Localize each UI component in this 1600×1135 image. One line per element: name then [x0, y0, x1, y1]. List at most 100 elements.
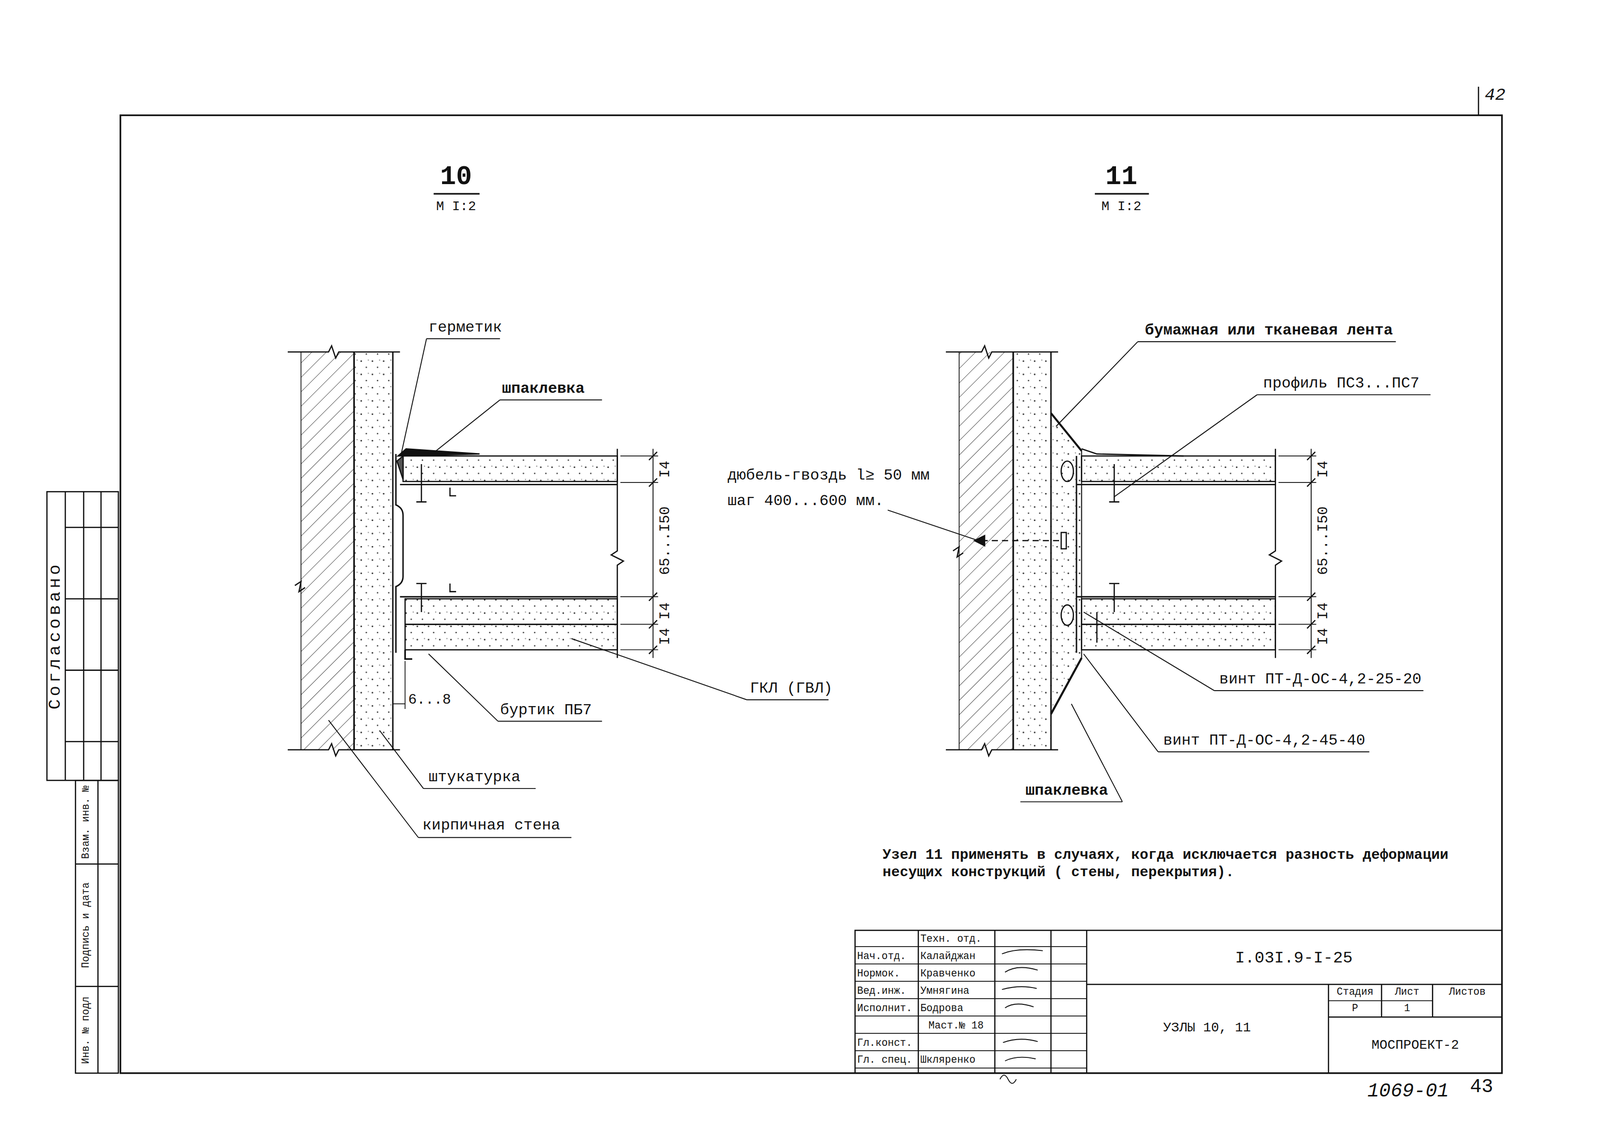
- profile-flange: [1076, 484, 1276, 597]
- callout-label: винт ПТ-Д-ОС-4,2-45-40: [1163, 732, 1366, 752]
- dimension: 6...8: [408, 691, 452, 710]
- title-cell: Техн. отд.: [920, 933, 982, 946]
- plaster: [353, 351, 393, 750]
- dimension: I4: [656, 460, 674, 479]
- callout-label: шпаклевка: [501, 380, 585, 399]
- title-cell: Умнягина: [920, 985, 970, 998]
- break-mark: [295, 581, 306, 592]
- dowel-head: [1061, 532, 1067, 550]
- profile-flange: [400, 484, 618, 597]
- stamp-line: [97, 780, 99, 1074]
- putty: [397, 448, 480, 457]
- note: Узел 11 применять в случаях, когда исклю…: [882, 847, 1490, 882]
- dimension: I4: [1314, 460, 1332, 479]
- sealant: [396, 456, 404, 480]
- gypsum-board: [1081, 456, 1276, 482]
- break-line: [945, 346, 1059, 359]
- title-cell: Бодрова: [920, 1003, 964, 1016]
- title-cell: Шкляренко: [920, 1055, 976, 1068]
- screw: [1096, 464, 1120, 643]
- stamp-label: Согласовано: [45, 561, 67, 710]
- heading-rule: [1094, 192, 1149, 195]
- title-cell: Листов: [1449, 986, 1486, 999]
- stamp-line: [65, 598, 119, 600]
- extension-line: [620, 456, 659, 650]
- node-number: 10: [440, 161, 472, 194]
- stamp-label: Подпись и дата: [80, 882, 93, 969]
- title-cell: Исполнит.: [857, 1003, 913, 1016]
- sheet-number: 42: [1484, 85, 1506, 107]
- page-number: 43: [1469, 1075, 1493, 1100]
- callout-label: шпаклевка: [1025, 782, 1108, 801]
- leader-line: [379, 730, 536, 789]
- title-cell: Нач.отд.: [857, 951, 907, 964]
- callout-label: буртик ПБ7: [499, 701, 592, 721]
- stamp-line: [82, 491, 85, 781]
- break-line: [945, 743, 1059, 756]
- title-cell: Р: [1351, 1003, 1358, 1016]
- stamp-label: Инв. № подл: [80, 996, 93, 1065]
- gap-dimension: [392, 658, 405, 710]
- callout-label: бумажная или тканевая лента: [1144, 322, 1393, 341]
- dimension: I4: [1314, 602, 1332, 620]
- leader-line: [1083, 654, 1370, 753]
- title-line: [1328, 1016, 1503, 1019]
- title-cell: Лист: [1394, 986, 1420, 999]
- callout-label: ГКЛ (ГВЛ): [750, 680, 833, 700]
- stamp-line: [65, 669, 119, 672]
- stamp-line: [75, 863, 119, 865]
- profile-bend: [1061, 461, 1074, 482]
- title-line: [917, 930, 920, 1074]
- title-cell: Гл. спец.: [857, 1055, 913, 1068]
- title-cell: Маст.№ 18: [928, 1020, 984, 1033]
- frame-tick: [1478, 86, 1480, 116]
- gypsum-board: [404, 624, 618, 650]
- scale-label: М I:2: [1101, 199, 1142, 216]
- title-cell: Нормок.: [857, 968, 901, 981]
- break-line: [287, 346, 401, 359]
- title-line: [994, 930, 996, 1074]
- leader-line: [428, 654, 603, 722]
- dimension: I4: [656, 628, 674, 646]
- title-cell: Стадия: [1336, 986, 1374, 999]
- callout-label: дюбель-гвоздь l≥ 50 мм: [727, 467, 930, 486]
- title-line: [1086, 930, 1088, 1074]
- title-line: [1086, 983, 1502, 986]
- stamp-label: Взам. инв. №: [80, 785, 93, 860]
- dimension-line: [1310, 448, 1312, 659]
- scale-label: М I:2: [436, 199, 477, 216]
- dowel-tip: [974, 535, 985, 546]
- callout-label: профиль ПС3...ПС7: [1263, 375, 1420, 394]
- dimension-tick: [1306, 452, 1316, 655]
- profile-bend: [1061, 605, 1074, 626]
- break-line: [1269, 448, 1282, 659]
- callout-label: герметик: [428, 319, 502, 338]
- title-cell: УЗЛЫ 10, 11: [1163, 1020, 1251, 1037]
- title-rows: [855, 946, 1087, 1069]
- callout-label: кирпичная стена: [422, 817, 561, 836]
- edge-bead: [404, 649, 413, 659]
- stamp-box: [75, 780, 119, 1074]
- leader-line: [1083, 612, 1424, 691]
- dimension: I4: [656, 602, 674, 620]
- tape: [1050, 413, 1082, 714]
- heading-rule: [433, 192, 480, 195]
- archive-number: 1069-01: [1367, 1080, 1449, 1104]
- dimension: 65...I50: [1314, 506, 1332, 576]
- dimension: 65...I50: [656, 506, 674, 576]
- signatures: [999, 950, 1043, 1084]
- title-cell: Калайджан: [920, 951, 976, 964]
- leader-line: [434, 400, 603, 453]
- profile-web: [1075, 456, 1078, 654]
- title-cell: 1: [1403, 1003, 1411, 1016]
- detail-11: [945, 341, 1431, 803]
- leader-line: [1114, 394, 1431, 498]
- title-line: [1328, 984, 1330, 1074]
- title-cell: Кравченко: [920, 968, 976, 981]
- stamp-line: [100, 491, 102, 781]
- title-block: [855, 930, 1503, 1084]
- dimension-line: [652, 448, 654, 659]
- break-mark: [953, 546, 964, 557]
- detail-10: [287, 338, 829, 838]
- sheet-frame: [120, 115, 1503, 1074]
